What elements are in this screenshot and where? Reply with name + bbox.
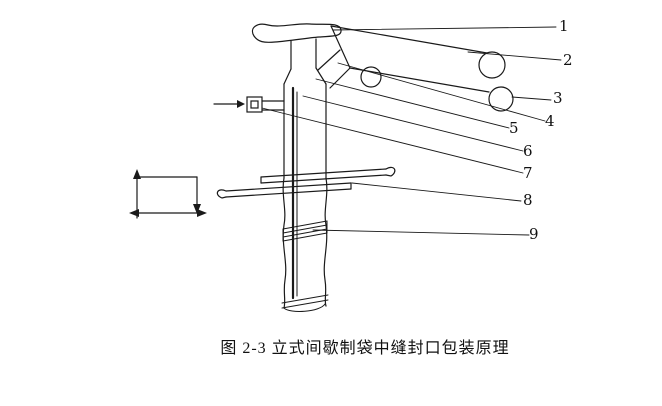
leader-lines xyxy=(261,26,562,236)
forming-tube xyxy=(283,49,351,179)
longitudinal-sealer xyxy=(246,96,285,113)
callout-5: 5 xyxy=(509,119,519,137)
top-handle xyxy=(251,23,342,70)
callout-4: 4 xyxy=(545,112,555,130)
cross-seal-seam xyxy=(282,220,328,242)
bag-tube xyxy=(282,177,328,309)
transverse-jaws xyxy=(216,166,396,199)
callout-1: 1 xyxy=(559,17,569,35)
callout-3: 3 xyxy=(553,89,563,107)
bottom-seal-seam xyxy=(281,294,329,312)
callout-9: 9 xyxy=(529,225,539,243)
callout-6: 6 xyxy=(523,142,533,160)
figure-caption: 图 2-3 立式间歇制袋中缝封口包装原理 xyxy=(220,340,510,357)
film-rollers xyxy=(360,51,514,112)
callout-7: 7 xyxy=(523,164,533,182)
callout-2: 2 xyxy=(563,51,573,69)
callout-8: 8 xyxy=(523,191,533,209)
film-web-sheet xyxy=(330,25,490,93)
feed-arrow-icon xyxy=(213,100,245,108)
motion-arrows-icon xyxy=(129,169,207,219)
